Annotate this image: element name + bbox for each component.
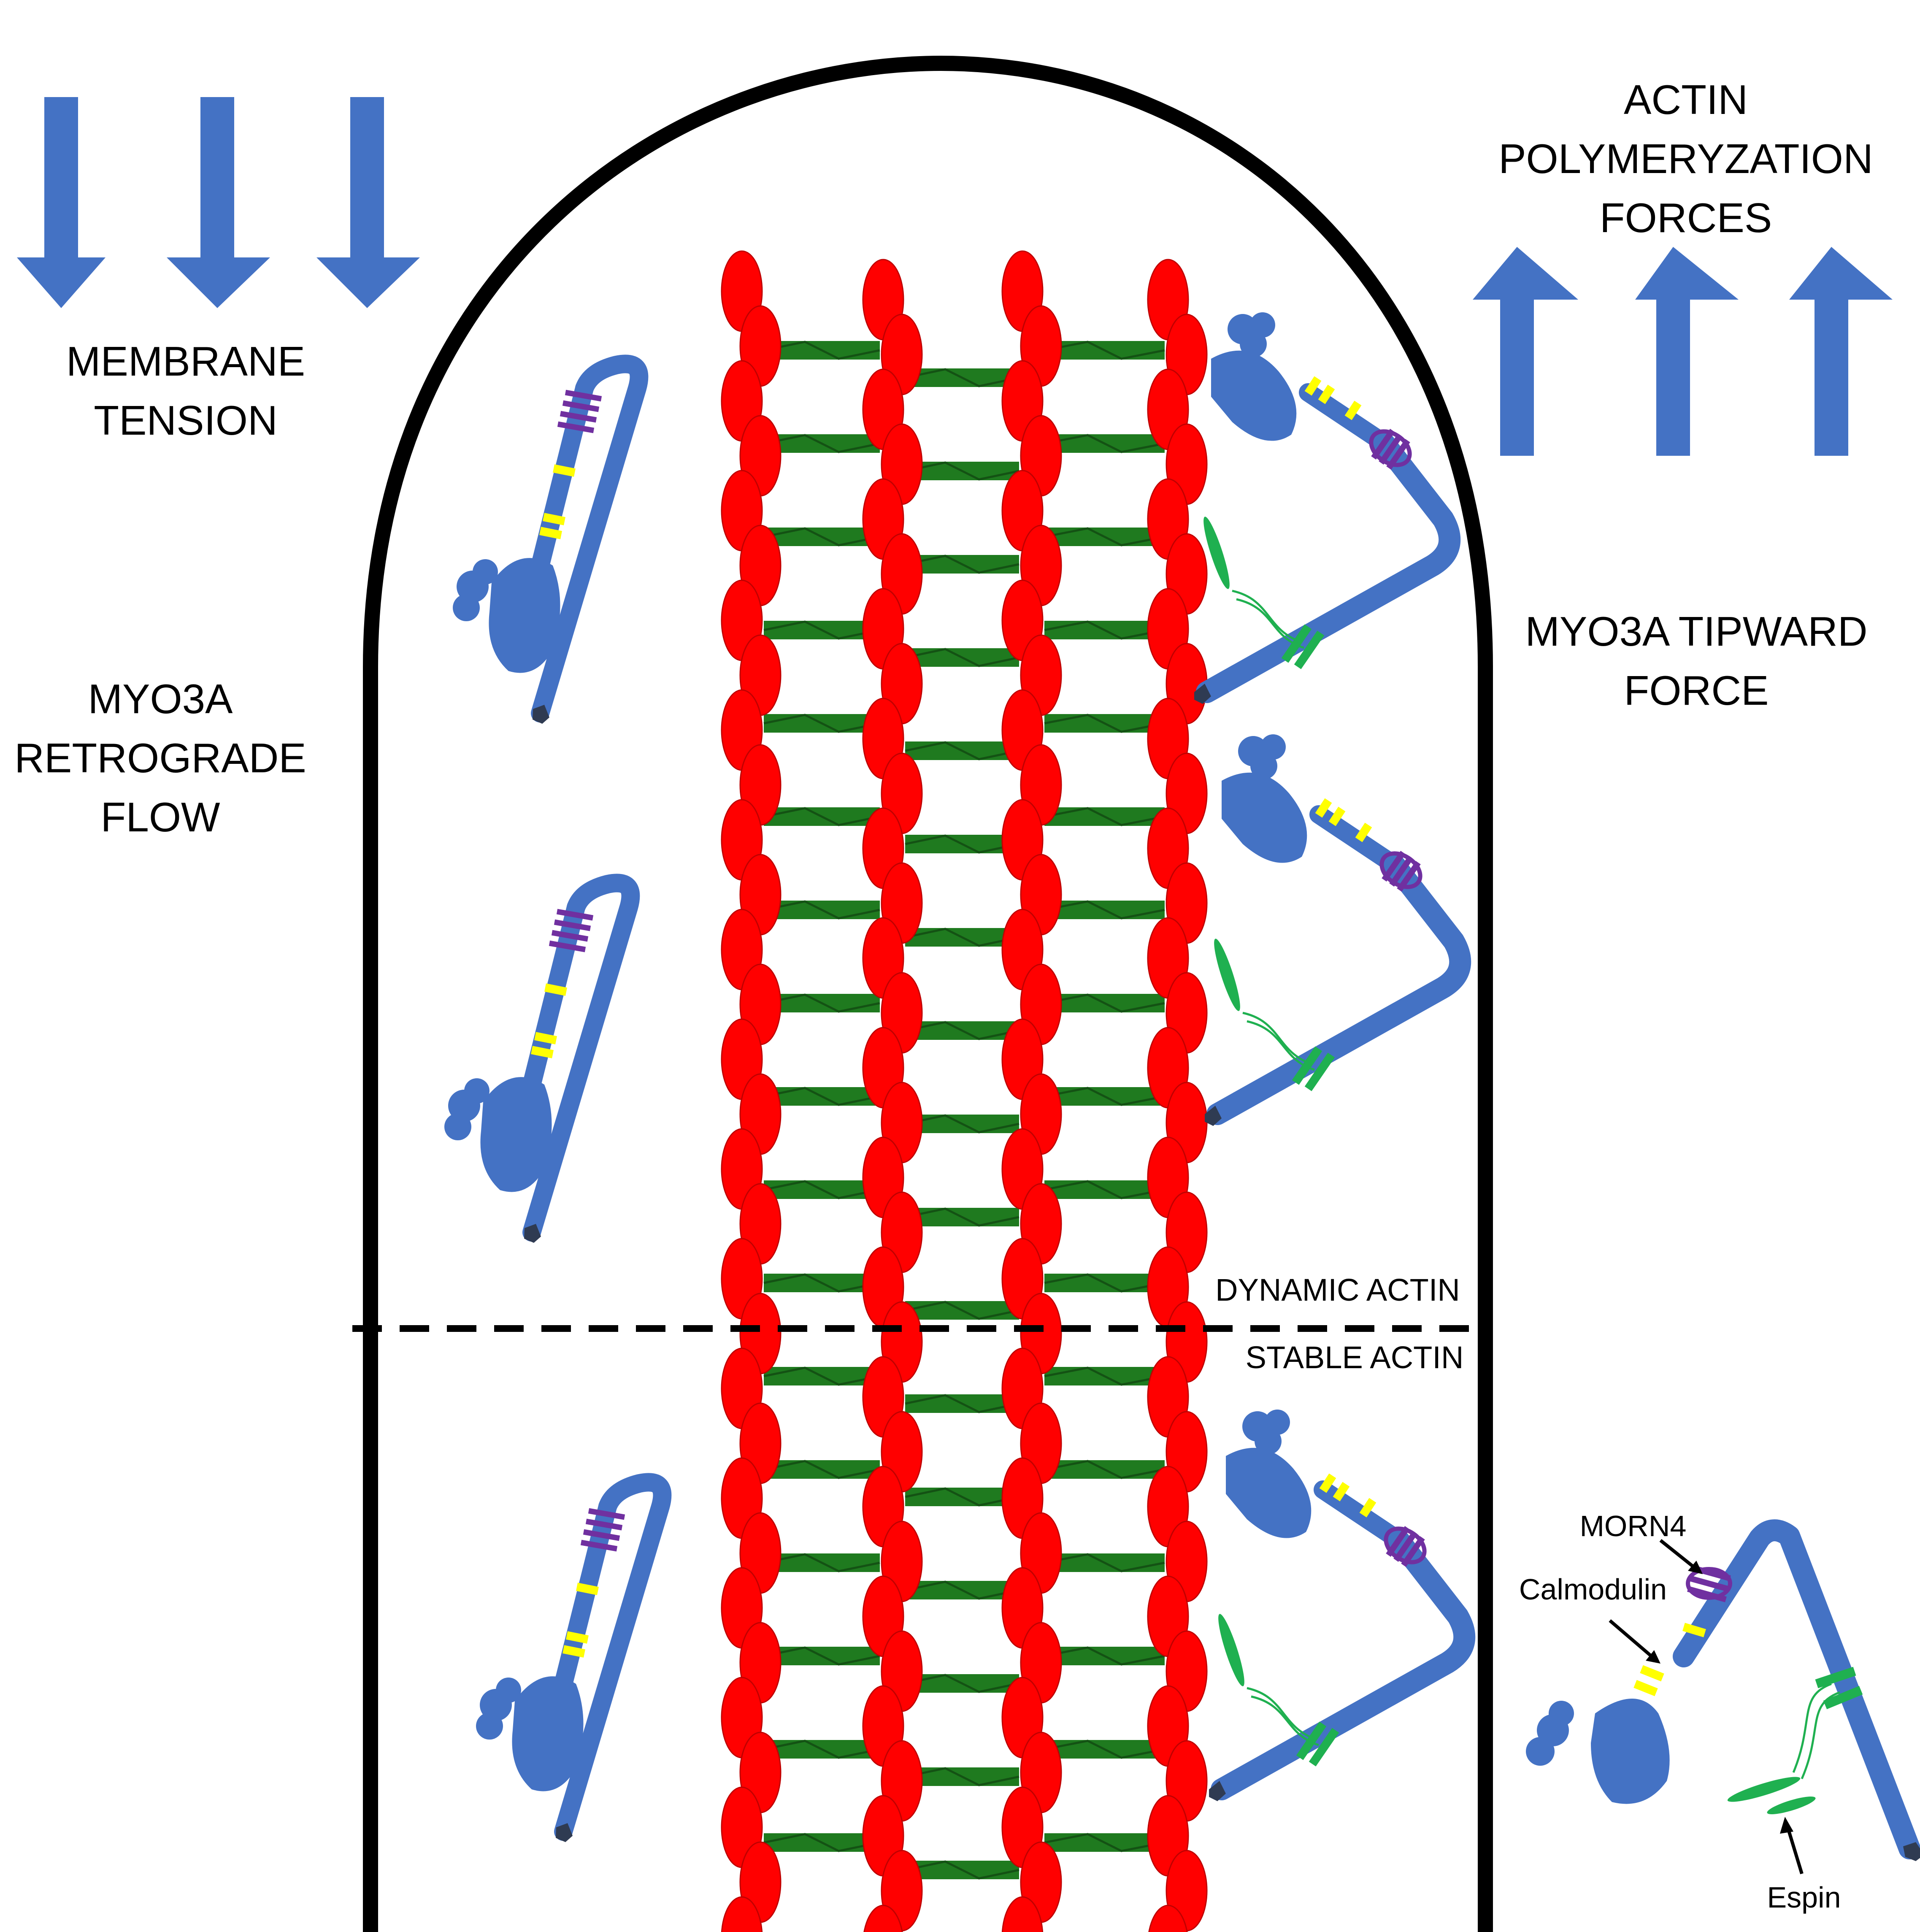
crosslinker-zigzag	[905, 1580, 1019, 1600]
crosslinker-layer	[763, 341, 1165, 1880]
stable-actin-label: STABLE ACTIN	[1246, 1340, 1464, 1375]
dynamic-actin-label: DYNAMIC ACTIN	[1215, 1272, 1460, 1307]
crosslinker-zigzag	[1044, 993, 1165, 1013]
myo3a-folded-3	[476, 1482, 662, 1842]
crosslinker-zigzag	[905, 741, 1019, 760]
crosslinker-zigzag	[1044, 1553, 1165, 1572]
legend-espin-label: Espin	[1767, 1881, 1841, 1914]
crosslinker-zigzag	[1044, 341, 1165, 360]
membrane-outline	[363, 55, 1493, 1932]
crosslinker-zigzag	[763, 434, 880, 453]
arrow-down-icon	[167, 97, 270, 308]
crosslinker-zigzag	[1044, 1273, 1165, 1293]
tipward-label-1: MYO3A TIPWARD	[1525, 608, 1867, 655]
crosslinker-zigzag	[763, 1553, 880, 1572]
actin-polymerization-label-1: ACTIN	[1624, 76, 1748, 123]
crosslinker-zigzag	[1044, 807, 1165, 826]
actin-polymerization-arrows	[1473, 247, 1893, 456]
actin-monomer	[862, 1905, 904, 1932]
crosslinker-zigzag	[763, 900, 880, 920]
crosslinker-zigzag	[905, 1860, 1019, 1880]
crosslinker-zigzag	[905, 461, 1019, 481]
crosslinker-zigzag	[905, 1301, 1019, 1320]
crosslinker-zigzag	[905, 1487, 1019, 1507]
myo3a-extended-2	[1205, 734, 1460, 1126]
legend-morn4-label: MORN4	[1580, 1510, 1687, 1542]
crosslinker-zigzag	[905, 928, 1019, 947]
arrow-up-icon	[1473, 247, 1578, 456]
membrane-tension-arrows	[17, 97, 420, 308]
crosslinker-zigzag	[763, 993, 880, 1013]
retrograde-label-2: RETROGRADE	[14, 735, 306, 781]
crosslinker-zigzag	[763, 1273, 880, 1293]
crosslinker-zigzag	[1044, 1366, 1165, 1386]
myo3a-folded-2	[444, 883, 630, 1243]
myo3a-extended-1	[1194, 312, 1449, 704]
crosslinker-zigzag	[905, 1674, 1019, 1693]
crosslinker-zigzag	[1044, 434, 1165, 453]
crosslinker-zigzag	[1044, 1460, 1165, 1479]
crosslinker-zigzag	[1044, 1087, 1165, 1106]
crosslinker-zigzag	[905, 1767, 1019, 1786]
espin-icon	[1727, 1667, 1863, 1814]
calmodulin-icon	[1633, 1623, 1706, 1697]
crosslinker-zigzag	[905, 1114, 1019, 1134]
membrane-tension-label-1: MEMBRANE	[66, 338, 305, 384]
crosslinker-zigzag	[763, 1833, 880, 1852]
tipward-label-2: FORCE	[1624, 667, 1769, 714]
crosslinker-zigzag	[763, 1180, 880, 1199]
crosslinker-zigzag	[763, 341, 880, 360]
crosslinker-zigzag	[1044, 1740, 1165, 1759]
crosslinker-zigzag	[905, 1021, 1019, 1040]
crosslinker-zigzag	[763, 714, 880, 733]
crosslinker-zigzag	[1044, 620, 1165, 640]
crosslinker-zigzag	[905, 1394, 1019, 1413]
myo3a-folded-1	[453, 364, 639, 724]
arrow-down-icon	[17, 97, 105, 308]
legend-myosin	[1526, 1519, 1920, 1861]
legend-calmodulin-label: Calmodulin	[1519, 1573, 1667, 1606]
crosslinker-zigzag	[905, 555, 1019, 574]
actin-polymerization-label-3: FORCES	[1600, 195, 1772, 241]
arrow-up-icon	[1635, 247, 1739, 456]
actin-filament-layer	[721, 250, 1208, 1932]
crosslinker-zigzag	[1044, 714, 1165, 733]
crosslinker-zigzag	[763, 527, 880, 547]
crosslinker-zigzag	[763, 1087, 880, 1106]
crosslinker-zigzag	[763, 620, 880, 640]
crosslinker-zigzag	[1044, 1180, 1165, 1199]
retrograde-label-3: FLOW	[100, 794, 220, 840]
actin-monomer	[1147, 1905, 1189, 1932]
actin-polymerization-label-2: POLYMERYZATION	[1498, 135, 1873, 182]
crosslinker-zigzag	[1044, 1833, 1165, 1852]
myo3a-extended-3	[1209, 1410, 1464, 1801]
crosslinker-zigzag	[763, 1646, 880, 1666]
actin-bundle	[721, 250, 1208, 1932]
arrow-down-icon	[316, 97, 420, 308]
retrograde-label-1: MYO3A	[88, 676, 233, 722]
crosslinker-zigzag	[905, 834, 1019, 854]
crosslinker-zigzag	[1044, 1646, 1165, 1666]
crosslinker-zigzag	[905, 1207, 1019, 1227]
crosslinker-zigzag	[763, 807, 880, 826]
crosslinker-zigzag	[905, 368, 1019, 387]
arrow-up-icon	[1789, 247, 1893, 456]
legend-pointer-arrows	[1609, 1539, 1804, 1875]
crosslinker-zigzag	[763, 1460, 880, 1479]
actin-monomer	[1001, 1896, 1044, 1932]
crosslinker-zigzag	[1044, 527, 1165, 547]
membrane-tension-label-2: TENSION	[94, 397, 278, 444]
actin-monomer	[721, 1896, 763, 1932]
crosslinker-zigzag	[763, 1740, 880, 1759]
crosslinker-zigzag	[905, 648, 1019, 667]
crosslinker-zigzag	[763, 1366, 880, 1386]
crosslinker-zigzag	[1044, 900, 1165, 920]
